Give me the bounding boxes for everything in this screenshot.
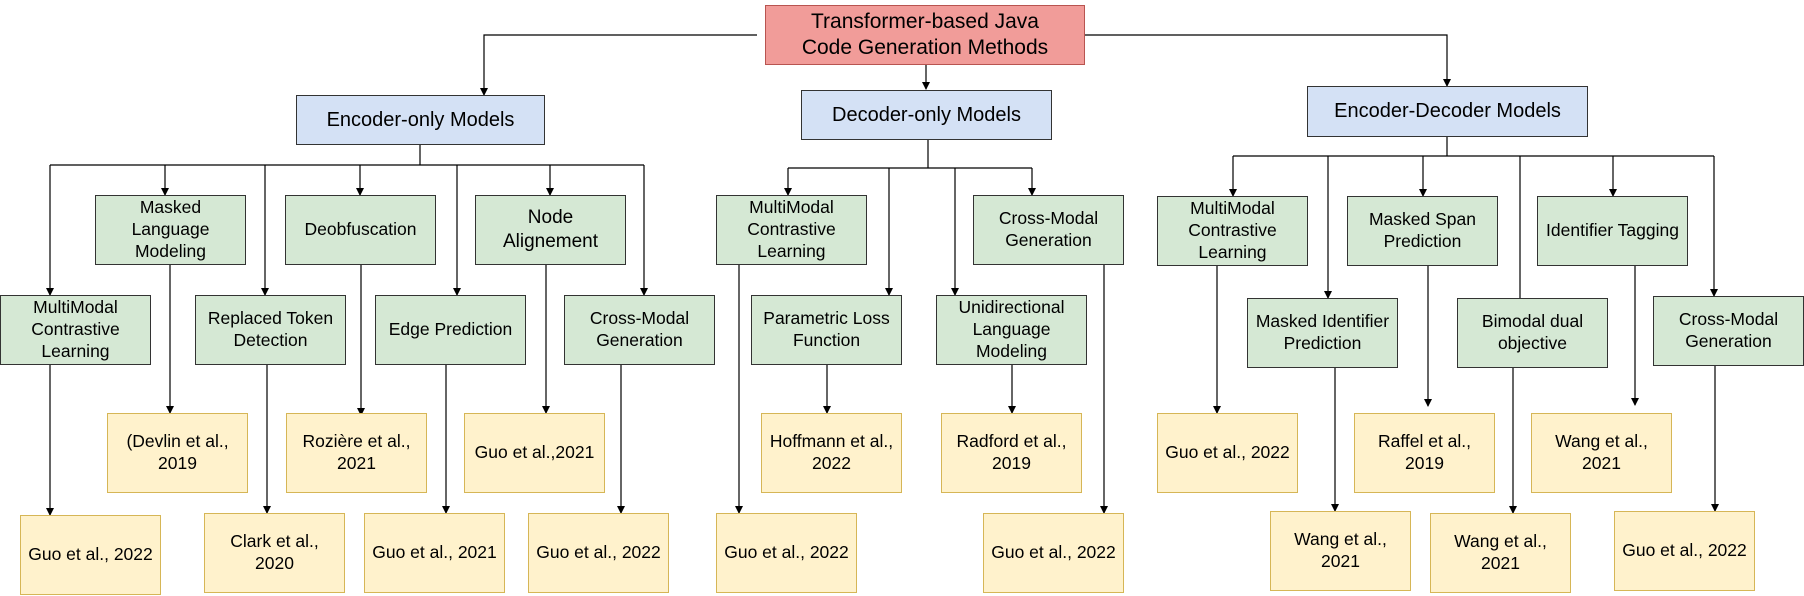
method-enc-deobfuscation: Deobfuscation xyxy=(285,195,436,265)
edge-root-encdec xyxy=(1084,34,1451,87)
method-label: MultiModal Contrastive Learning xyxy=(747,197,836,261)
method-ed-cross-modal-generation: Cross-Modal Generation xyxy=(1653,296,1804,366)
ref-enc-cmg: Guo et al., 2022 xyxy=(528,513,669,593)
category-encoder-decoder: Encoder-Decoder Models xyxy=(1307,86,1588,137)
ref-label: Raffel et al., 2019 xyxy=(1377,431,1472,473)
method-enc-multimodal-contrastive-learning: MultiModal Contrastive Learning xyxy=(0,295,151,365)
root-label: Transformer-based Java Code Generation M… xyxy=(801,9,1049,59)
method-label: Cross-Modal Generation xyxy=(998,208,1099,250)
ref-ed-itag: Wang et al., 2021 xyxy=(1531,413,1672,493)
method-dec-multimodal-contrastive-learning: MultiModal Contrastive Learning xyxy=(716,195,867,265)
method-enc-replaced-token-detection: Replaced Token Detection xyxy=(195,295,346,365)
method-ed-identifier-tagging: Identifier Tagging xyxy=(1537,196,1688,266)
method-ed-masked-identifier-prediction: Masked Identifier Prediction xyxy=(1247,298,1398,368)
ref-enc-deob: Rozière et al., 2021 xyxy=(286,413,427,493)
ref-label: Guo et al., 2022 xyxy=(536,542,661,563)
ref-enc-node: Guo et al.,2021 xyxy=(464,413,605,493)
ref-dec-mmcl: Guo et al., 2022 xyxy=(716,513,857,593)
ref-enc-mlm: (Devlin et al., 2019 xyxy=(107,413,248,493)
method-label: Masked Span Prediction xyxy=(1368,209,1476,251)
ref-ed-mip: Wang et al., 2021 xyxy=(1270,511,1411,591)
method-ed-masked-span-prediction: Masked Span Prediction xyxy=(1347,196,1498,266)
ref-label: Guo et al., 2022 xyxy=(991,542,1116,563)
ref-ed-msp: Raffel et al., 2019 xyxy=(1354,413,1495,493)
category-label: Encoder-only Models xyxy=(326,108,515,131)
method-label: Edge Prediction xyxy=(388,319,513,340)
method-label: Parametric Loss Function xyxy=(763,308,890,350)
ref-label: Guo et al., 2022 xyxy=(724,542,849,563)
ref-label: Guo et al.,2021 xyxy=(474,442,595,463)
ref-label: Wang et al., 2021 xyxy=(1555,431,1648,473)
ref-ed-bdo: Wang et al., 2021 xyxy=(1430,513,1571,593)
edge-decoder-bus xyxy=(788,140,1032,169)
method-label: Unidirectional Language Modeling xyxy=(958,297,1065,361)
method-dec-parametric-loss-function: Parametric Loss Function xyxy=(751,295,902,365)
method-ed-multimodal-contrastive-learning: MultiModal Contrastive Learning xyxy=(1157,196,1308,266)
ref-label: Rozière et al., 2021 xyxy=(302,431,411,473)
method-dec-cross-modal-generation: Cross-Modal Generation xyxy=(973,195,1124,265)
ref-enc-rtd: Clark et al., 2020 xyxy=(204,513,345,593)
method-enc-cross-modal-generation: Cross-Modal Generation xyxy=(564,295,715,365)
ref-ed-cmg: Guo et al., 2022 xyxy=(1614,511,1755,591)
method-label: MultiModal Contrastive Learning xyxy=(31,297,120,361)
ref-dec-plf: Hoffmann et al., 2022 xyxy=(761,413,902,493)
method-enc-masked-language-modeling: Masked Language Modeling xyxy=(95,195,246,265)
edge-encoder-bus xyxy=(50,145,644,166)
category-label: Encoder-Decoder Models xyxy=(1334,100,1561,122)
ref-label: Wang et al., 2021 xyxy=(1454,531,1547,573)
method-label: Replaced Token Detection xyxy=(207,308,334,350)
ref-label: (Devlin et al., 2019 xyxy=(126,431,229,473)
ref-label: Wang et al., 2021 xyxy=(1294,529,1387,571)
method-enc-node-alignement: Node Alignement xyxy=(475,195,626,265)
category-label: Decoder-only Models xyxy=(832,103,1021,126)
edge-encdec-bus xyxy=(1233,137,1714,157)
method-label: Node Alignement xyxy=(502,207,599,252)
method-label: Bimodal dual objective xyxy=(1481,311,1584,353)
method-label: Masked Language Modeling xyxy=(131,197,210,261)
ref-label: Clark et al., 2020 xyxy=(230,531,319,573)
method-label: Deobfuscation xyxy=(304,219,417,240)
ref-dec-cmg: Guo et al., 2022 xyxy=(983,513,1124,593)
method-enc-edge-prediction: Edge Prediction xyxy=(375,295,526,365)
method-dec-unidirectional-language-modeling: Unidirectional Language Modeling xyxy=(936,295,1087,365)
method-label: Cross-Modal Generation xyxy=(1678,309,1779,351)
method-label: Cross-Modal Generation xyxy=(589,308,690,350)
category-decoder-only: Decoder-only Models xyxy=(801,90,1052,140)
ref-label: Guo et al., 2022 xyxy=(28,544,153,565)
ref-ed-mmcl: Guo et al., 2022 xyxy=(1157,413,1298,493)
method-label: Masked Identifier Prediction xyxy=(1255,311,1390,353)
root-node: Transformer-based Java Code Generation M… xyxy=(765,5,1085,65)
ref-label: Guo et al., 2022 xyxy=(1622,540,1747,561)
ref-label: Hoffmann et al., 2022 xyxy=(769,431,894,473)
category-encoder-only: Encoder-only Models xyxy=(296,95,545,145)
edge-root-encoder xyxy=(480,34,757,96)
ref-label: Guo et al., 2021 xyxy=(372,542,497,563)
ref-enc-edge: Guo et al., 2021 xyxy=(364,513,505,593)
method-label: MultiModal Contrastive Learning xyxy=(1188,198,1277,262)
ref-label: Radford et al., 2019 xyxy=(956,431,1067,473)
ref-dec-ulm: Radford et al., 2019 xyxy=(941,413,1082,493)
ref-label: Guo et al., 2022 xyxy=(1165,442,1290,463)
ref-enc-mmcl: Guo et al., 2022 xyxy=(20,515,161,595)
method-label: Identifier Tagging xyxy=(1546,220,1679,241)
method-ed-bimodal-dual-objective: Bimodal dual objective xyxy=(1457,298,1608,368)
